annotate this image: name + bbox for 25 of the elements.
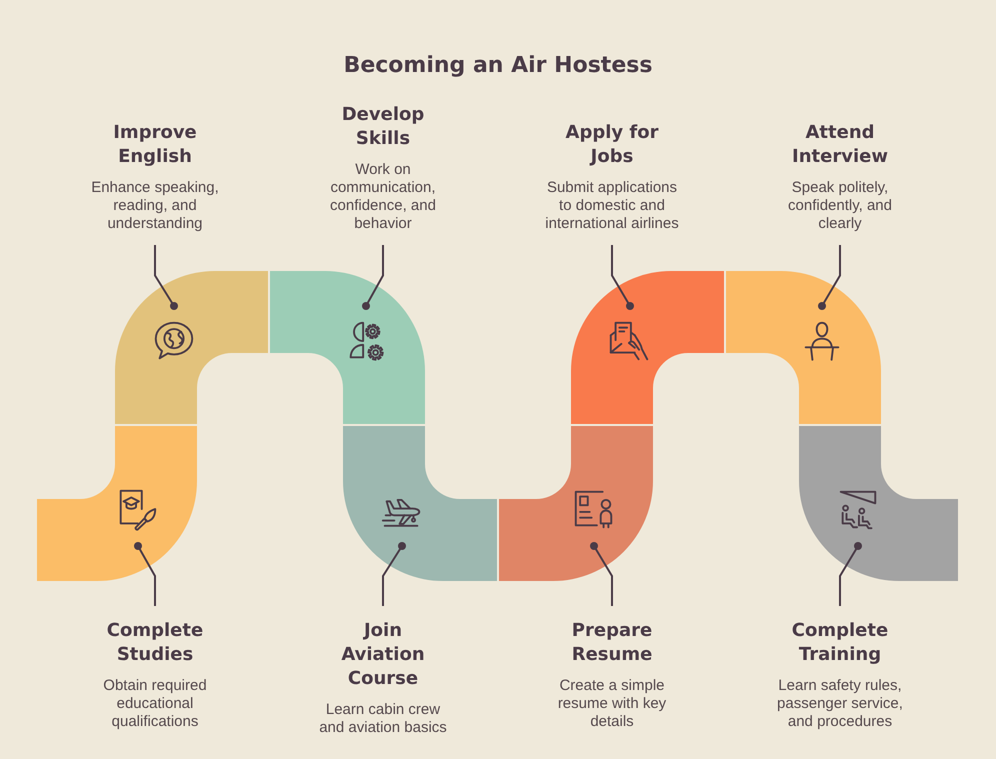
step-description: Speak politely, confidently, and clearly [787,179,893,233]
leader-line [839,542,862,606]
step-title: Join Aviation Course [340,619,426,691]
step-description: Learn safety rules, passenger service, and procedures [776,677,904,731]
leader-line [590,542,613,606]
step-description: Obtain required educational qualifications [102,677,208,731]
diagram-title: Becoming an Air Hostess [344,52,652,80]
step-description: Submit applications to domestic and international airlines [544,179,680,233]
step-description: Work on communication, confidence, and behavior [329,161,437,233]
step-title: Complete Studies [106,619,204,667]
leader-line [818,245,841,310]
leader-line [134,542,156,606]
step-title: Develop Skills [340,103,426,151]
step-title: Prepare Resume [570,619,654,667]
leader-line [362,245,384,310]
step-title: Apply for Jobs [564,121,660,169]
leader-line [611,245,634,310]
leader-line [154,245,178,310]
step-description: Learn cabin crew and aviation basics [318,701,448,737]
step-title: Complete Training [790,619,890,667]
step-title: Improve English [112,121,198,169]
step-title: Attend Interview [791,121,889,169]
step-description: Enhance speaking, reading, and understanding [90,179,220,233]
step-description: Create a simple resume with key details [556,677,668,731]
leader-line [382,542,406,606]
